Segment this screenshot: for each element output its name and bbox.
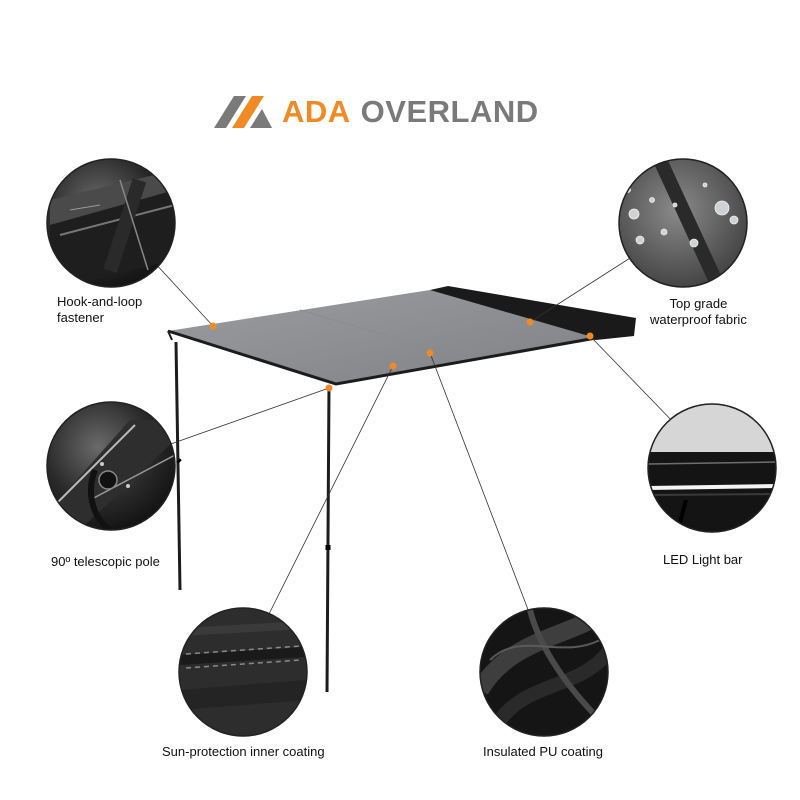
- callout-dot: [426, 349, 434, 357]
- brand-logo: ADA OVERLAND: [212, 92, 539, 132]
- brand-word-ada: ADA: [282, 94, 351, 129]
- label-waterproof-line2: waterproof fabric: [650, 312, 747, 327]
- awning-canopy: [167, 286, 636, 386]
- label-hook-line2: fastener: [57, 310, 104, 325]
- brand-word-overland: OVERLAND: [360, 94, 539, 129]
- callout-lines: [129, 235, 677, 621]
- pu-coating-detail-icon: [479, 607, 609, 737]
- led-light-detail-icon: [647, 403, 777, 533]
- hook-loop-detail-icon: [46, 158, 176, 288]
- label-hook-line1: Hook-and-loop: [57, 294, 143, 309]
- callout-dot: [325, 384, 333, 392]
- callout-dots: [209, 318, 594, 392]
- water-droplets-detail-icon: [618, 158, 748, 288]
- callout-dot: [586, 332, 594, 340]
- label-led-light-bar: LED Light bar: [663, 552, 743, 567]
- label-hook-and-loop: Hook-and-loop fastener: [57, 294, 142, 326]
- awning-case: [430, 286, 636, 340]
- label-telescopic-pole: 90º telescopic pole: [51, 554, 160, 569]
- pole-joint-detail-icon: [46, 401, 176, 531]
- callout-dot: [389, 362, 397, 370]
- label-pu-coating: Insulated PU coating: [483, 744, 603, 759]
- callout-dot: [526, 318, 534, 326]
- mountain-logo-icon: [214, 96, 272, 128]
- label-waterproof-line1: Top grade: [669, 296, 728, 311]
- label-waterproof: Top grade waterproof fabric: [650, 296, 747, 328]
- callout-dot: [209, 322, 217, 330]
- telescopic-poles: [174, 341, 331, 693]
- label-sun-protection: Sun-protection inner coating: [162, 744, 325, 759]
- stitched-seam-detail-icon: [178, 607, 308, 737]
- canopy-fabric: [168, 290, 596, 384]
